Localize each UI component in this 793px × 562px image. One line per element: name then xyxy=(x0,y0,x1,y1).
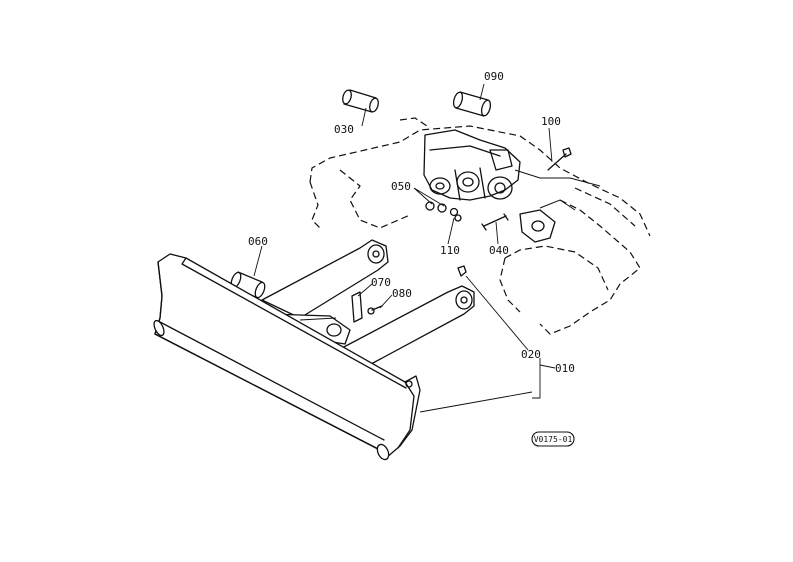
drawing-code-text: V0175-01 xyxy=(534,435,573,444)
bolt-100-shank xyxy=(547,153,567,171)
label-110: 110 xyxy=(440,244,460,257)
label-080: 080 xyxy=(392,287,412,300)
mounting-bracket-assembly xyxy=(423,129,601,243)
hardware-group xyxy=(351,147,572,323)
label-100: 100 xyxy=(541,115,561,128)
label-090: 090 xyxy=(484,70,504,83)
label-040: 040 xyxy=(489,244,509,257)
pin-090 xyxy=(452,91,492,117)
label-030: 030 xyxy=(334,123,354,136)
label-010: 010 xyxy=(555,362,575,375)
dozer-frame xyxy=(261,239,475,371)
label-020: 020 xyxy=(521,348,541,361)
pin-030 xyxy=(342,89,379,113)
dozer-blade xyxy=(153,253,421,461)
leader-lines xyxy=(253,83,556,413)
label-060: 060 xyxy=(248,235,268,248)
pin-060 xyxy=(230,271,266,299)
label-070: 070 xyxy=(371,276,391,289)
drawing-code-badge: V0175-01 xyxy=(531,431,575,447)
part-labels: 030 090 100 050 110 040 060 070 080 020 … xyxy=(248,70,575,375)
tractor-frame-outline xyxy=(309,117,651,335)
label-050: 050 xyxy=(391,180,411,193)
